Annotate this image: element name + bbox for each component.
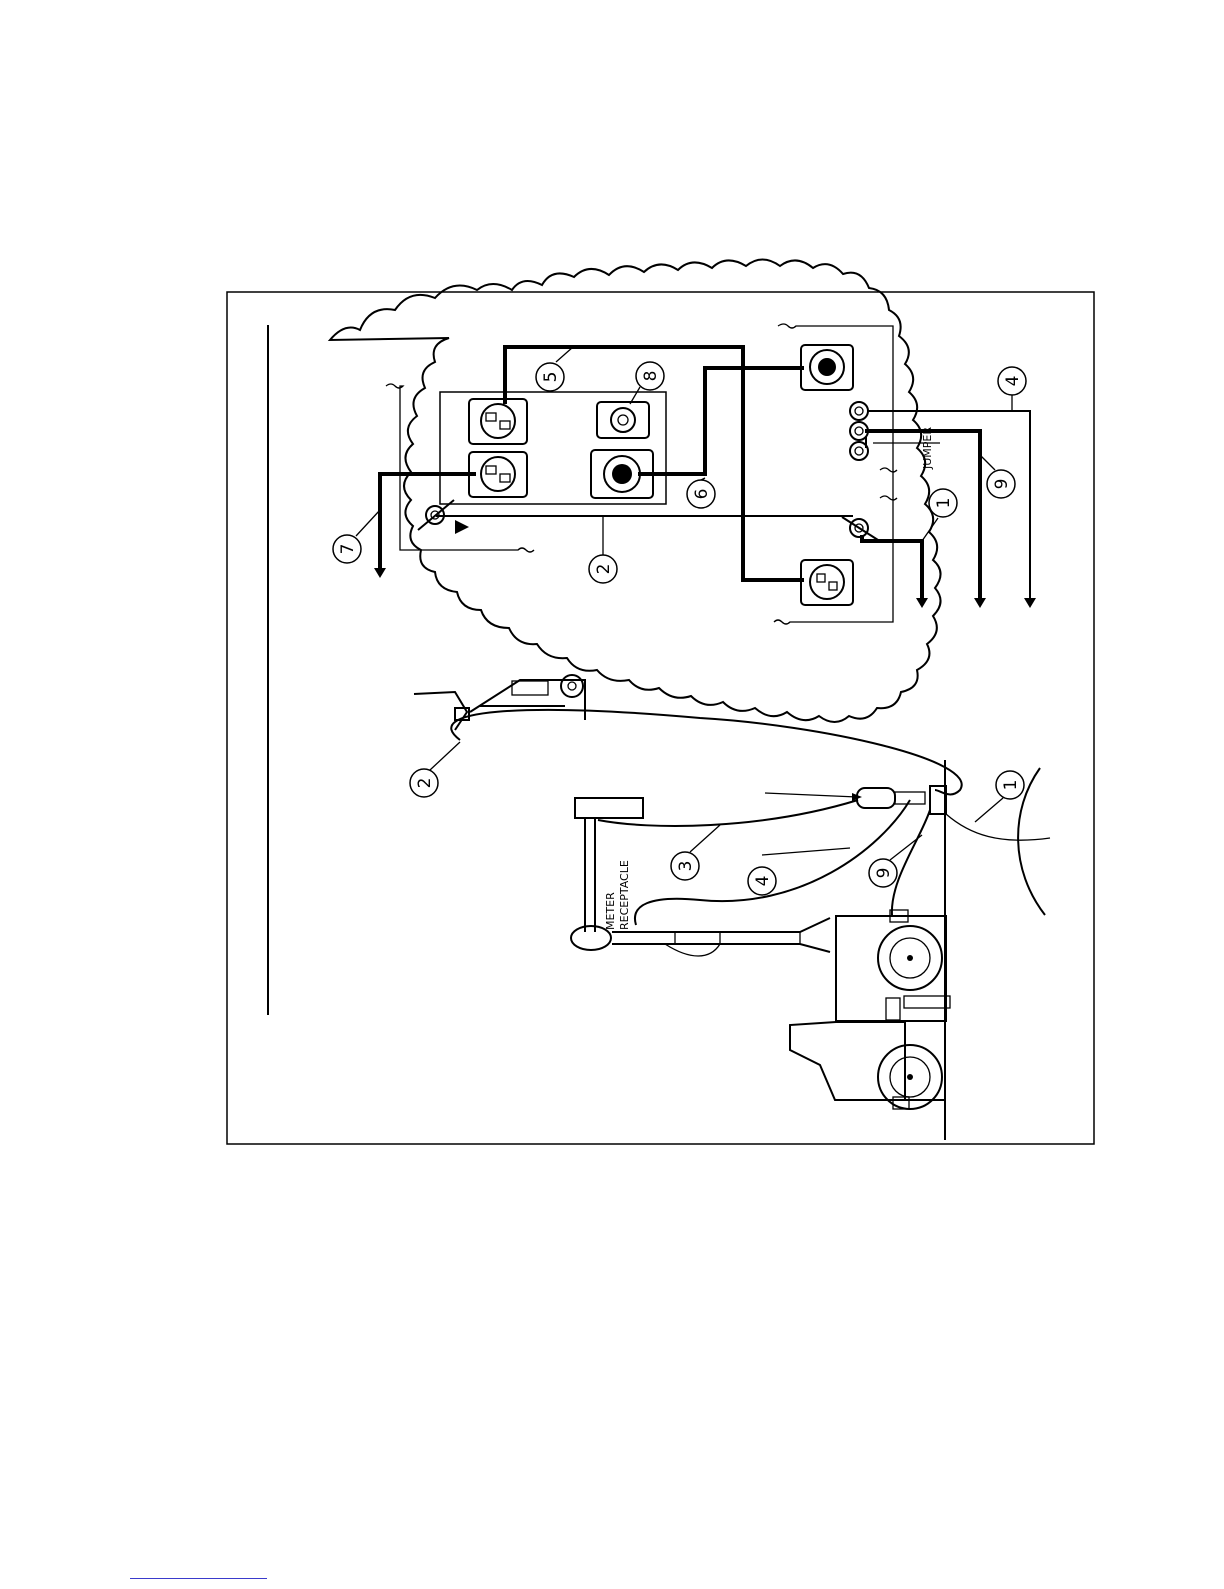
meter-label-line1: METER [604,892,617,930]
callout-2-scene-label: 2 [415,778,435,789]
callout-9-scene: 9 [869,835,922,887]
callout-8-label: 8 [641,371,661,382]
callout-9-scene-label: 9 [874,868,894,879]
cable-9-run [892,810,930,915]
callout-1-cloud: 1 [922,489,957,541]
callout-6: 6 [687,478,715,508]
break-mark-2 [880,496,897,500]
right-multipin-connector [801,345,853,390]
cable-3-run [598,800,858,826]
callout-5: 5 [536,347,573,391]
callout-2-cloud: 2 [589,516,617,583]
callout-5-label: 5 [541,372,561,383]
cable-2-run [451,710,961,795]
callout-3-label: 3 [676,861,696,872]
right-receptacle [801,560,853,605]
panel-receptacle-bottom-left [469,452,527,497]
callout-8: 8 [630,362,664,404]
cloud-outline [330,260,941,723]
callout-4-cloud-label: 4 [1003,376,1023,387]
footer-link-rule [130,1578,267,1579]
callout-7-label: 7 [338,544,358,555]
meter-label-line2: RECEPTACLE [618,860,631,930]
jumper-label: JUMPER [921,427,934,470]
cable-6 [638,368,804,474]
callout-2-cloud-label: 2 [594,564,614,575]
figure-frame [227,292,1094,1144]
callout-1-scene-label: 1 [1001,780,1021,791]
callout-4-scene-label: 4 [753,876,773,887]
callout-2-scene: 2 [410,742,460,797]
cable-1-run [946,814,1050,840]
callout-7: 7 [333,510,380,563]
callout-9-cloud: 9 [980,455,1015,498]
hand-truck [414,675,585,730]
callout-9-cloud-label: 9 [992,479,1012,490]
callout-1-scene: 1 [975,771,1024,822]
callout-4-cloud: 4 [998,367,1026,411]
connector-panel [440,392,666,504]
cable-1 [862,535,928,608]
truck-trailer [790,760,950,1140]
callout-3: 3 [671,825,720,880]
callout-6-label: 6 [692,489,712,500]
panel-receptacle-top-left [469,399,527,444]
callout-1-cloud-label: 1 [934,498,954,509]
panel-multipin-connector-8 [597,402,649,438]
break-mark-1 [880,468,897,472]
